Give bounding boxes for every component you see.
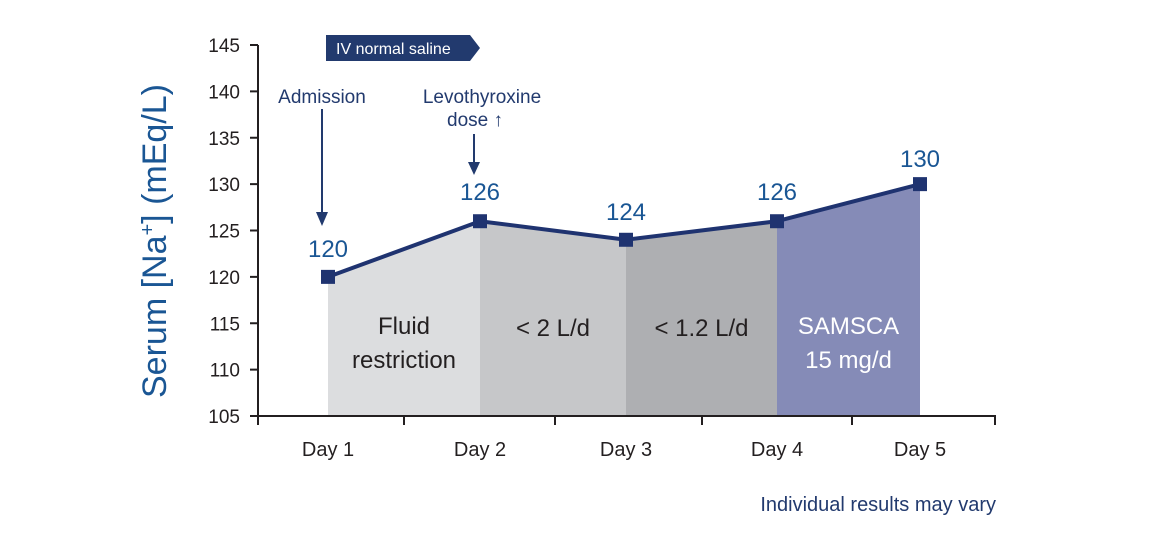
data-point-marker	[473, 214, 487, 229]
band-labels: Fluid restriction < 2 L/d < 1.2 L/d SAMSCA 15…	[352, 313, 899, 374]
treatment-band	[626, 221, 777, 416]
data-value-label: 126	[757, 179, 797, 206]
treatment-bands	[328, 184, 920, 416]
treatment-band	[328, 221, 480, 416]
data-point-marker	[770, 214, 784, 229]
y-tick-label: 125	[208, 222, 240, 243]
admission-label: Admission	[278, 87, 366, 108]
footnote: Individual results may vary	[760, 494, 996, 516]
levothyroxine-annotation: Levothyroxine dose ↑	[423, 87, 541, 175]
x-tick-label: Day 3	[600, 439, 652, 461]
band-label: 15 mg/d	[805, 347, 892, 374]
x-tick-label: Day 2	[454, 439, 506, 461]
data-value-label: 120	[308, 236, 348, 263]
data-markers	[321, 177, 927, 284]
x-axis: Day 1 Day 2 Day 3 Day 4 Day 5	[250, 415, 996, 461]
y-axis: 105 110 115 120 125 130 135 140 145	[208, 36, 259, 428]
y-tick-label: 115	[210, 314, 240, 335]
y-tick-label: 120	[208, 268, 240, 289]
band-label: < 1.2 L/d	[654, 315, 748, 342]
data-point-marker	[619, 232, 633, 247]
arrow-down-icon	[468, 162, 480, 175]
band-label: < 2 L/d	[516, 315, 590, 342]
levothyroxine-label-line1: Levothyroxine	[423, 87, 541, 108]
y-tick-label: 140	[208, 82, 240, 103]
iv-saline-label: IV normal saline	[336, 41, 451, 58]
y-axis-title: Serum [Na+] (mEq/L)	[136, 84, 174, 398]
treatment-band	[777, 184, 920, 416]
admission-annotation: Admission	[278, 87, 366, 226]
x-tick-label: Day 1	[302, 439, 354, 461]
y-tick-label: 110	[210, 361, 240, 382]
data-value-label: 130	[900, 146, 940, 173]
data-point-marker	[913, 177, 927, 192]
band-label: SAMSCA	[798, 313, 899, 340]
band-label: Fluid	[378, 313, 430, 340]
levothyroxine-label-line2: dose ↑	[447, 110, 503, 131]
band-label: restriction	[352, 347, 456, 374]
iv-saline-banner: IV normal saline	[326, 35, 480, 61]
value-labels: 120 126 124 126 130	[308, 146, 940, 263]
treatment-band	[480, 221, 626, 416]
x-tick-label: Day 5	[894, 439, 946, 461]
data-value-label: 126	[460, 179, 500, 206]
data-point-marker	[321, 269, 335, 284]
x-tick-label: Day 4	[751, 439, 803, 461]
y-tick-label: 130	[208, 175, 240, 196]
y-tick-label: 105	[208, 407, 240, 428]
data-value-label: 124	[606, 199, 646, 226]
y-tick-label: 145	[208, 36, 240, 57]
arrow-down-icon	[316, 212, 328, 226]
y-tick-label: 135	[208, 129, 240, 150]
